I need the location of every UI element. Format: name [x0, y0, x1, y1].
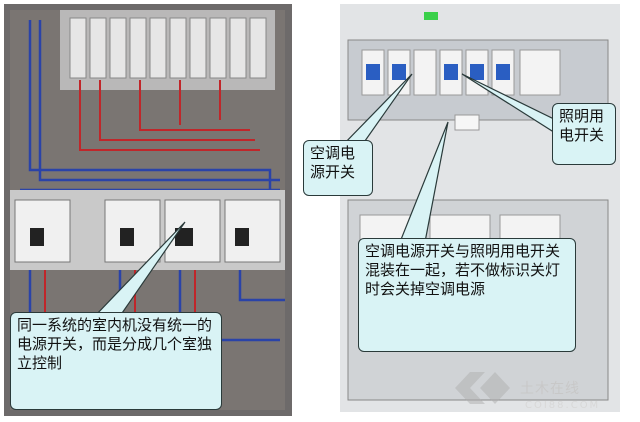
- callout-ac-switch: 空调电源开关: [303, 140, 373, 196]
- watermark-text: 土木在线: [520, 381, 580, 397]
- watermark-domain: COI88.COM: [525, 400, 601, 411]
- callout-lighting-switch: 照明用电开关: [552, 103, 616, 165]
- callout-mixed-switches: 空调电源开关与照明用电开关混装在一起，若不做标识关灯时会关掉空调电源: [358, 238, 576, 352]
- watermark-logo: [455, 372, 510, 404]
- left-photo: [4, 4, 292, 416]
- callout-left: 同一系统的室内机没有统一的电源开关，而是分成几个室独立控制: [10, 312, 222, 410]
